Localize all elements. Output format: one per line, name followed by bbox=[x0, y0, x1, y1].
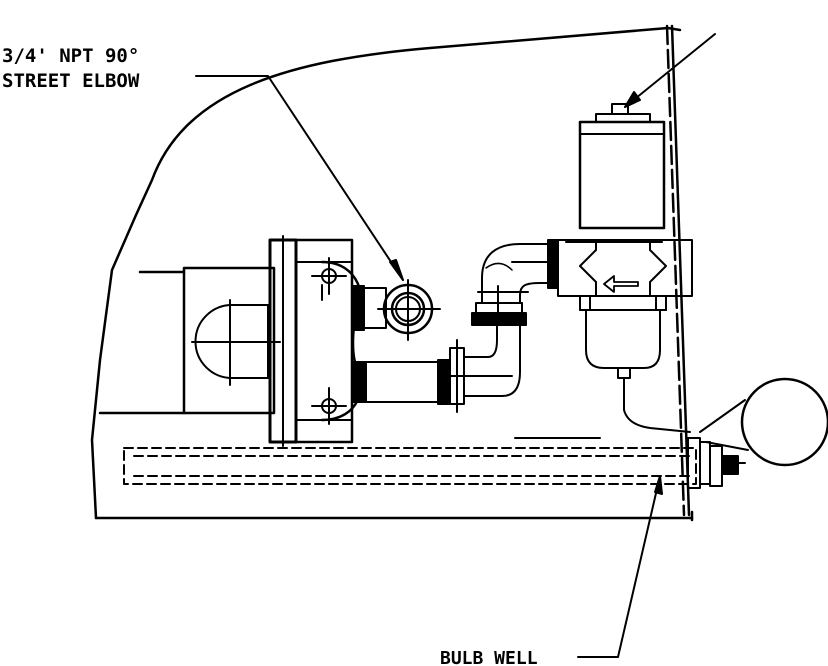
enclosure-outline bbox=[90, 24, 694, 522]
pump-flange bbox=[268, 235, 354, 447]
street-elbow-fitting bbox=[351, 279, 441, 341]
leader-lines bbox=[195, 33, 716, 658]
bulb-well-label: BULB WELL bbox=[440, 648, 538, 666]
well-end-fitting bbox=[687, 377, 828, 489]
capillary-tube bbox=[623, 377, 691, 433]
pump-motor bbox=[182, 266, 281, 415]
elbow-label-line2: STREET ELBOW bbox=[2, 70, 140, 92]
piping-elbows bbox=[463, 239, 559, 397]
elbow-label-line1: 3/4' NPT 90° bbox=[2, 45, 139, 67]
water-regulating-valve bbox=[557, 103, 693, 379]
gauge-dial bbox=[740, 377, 828, 467]
bulb-well bbox=[123, 447, 697, 485]
lower-pipe bbox=[351, 339, 513, 413]
flow-arrow-icon bbox=[603, 275, 639, 293]
